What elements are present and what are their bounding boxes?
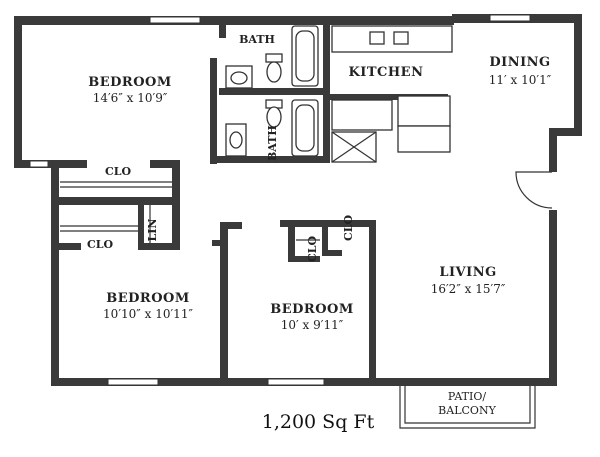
label-kitchen: KITCHEN (349, 65, 424, 80)
wall-top-left (14, 16, 454, 25)
wall-bed-top-b (280, 220, 376, 227)
wall-living-partition (369, 220, 376, 380)
sink-bowl-a (369, 31, 385, 45)
wall-clo-mid-l (288, 226, 295, 262)
wall-right-step (549, 128, 582, 136)
wall-bath-left (210, 58, 217, 164)
window-bedroom-middle (267, 378, 325, 386)
range (397, 95, 451, 127)
interior-walls (59, 20, 448, 386)
wall-left-lower (51, 160, 59, 386)
label-bath-top: BATH (239, 33, 275, 46)
wall-bed-top-a (220, 222, 242, 229)
window-left-notch (29, 160, 49, 168)
label-patio-line2: BALCONY (438, 404, 496, 417)
label-bedroom-middle-dims: 10′ x 9′11″ (281, 318, 344, 332)
label-living-dims: 16′2″ x 15′7″ (431, 282, 506, 296)
entry-door (515, 171, 558, 210)
label-bedroom-left: BEDROOM (106, 291, 190, 306)
sink-lower (229, 131, 243, 149)
label-bedroom-left-dims: 10′10″ x 10′11″ (103, 307, 193, 321)
wall-left-upper (14, 16, 22, 168)
wall-right-lower (549, 128, 557, 386)
wall-clo-mid-c (322, 250, 342, 256)
label-lin: LIN (146, 219, 159, 242)
wall-kitchen-mid (324, 94, 448, 100)
window-dining (489, 14, 531, 22)
label-patio-line1: PATIO/ (448, 390, 486, 403)
wall-bath-left-top (219, 20, 226, 38)
label-dining-dims: 11′ x 10′1″ (489, 73, 552, 87)
sink-top (230, 71, 248, 85)
toilet-tank-top (265, 53, 283, 63)
wall-bath-bottom (210, 156, 330, 163)
wall-clo-left-b (138, 243, 180, 250)
label-bath-lower: BATH (266, 125, 279, 161)
label-bedroom-middle: BEDROOM (270, 302, 354, 317)
label-clo-mid-a: CLO (306, 236, 319, 262)
window-bedroom-left (107, 378, 159, 386)
kitchen-fixtures (331, 25, 453, 163)
wall-clo-mid-b (288, 256, 320, 262)
sink-bowl-b (393, 31, 409, 45)
wall-lin (138, 205, 144, 245)
wall-bed-partition (220, 222, 228, 386)
wall-right-upper (574, 14, 582, 135)
toilet-bowl-lower (266, 106, 282, 128)
label-clo-left: CLO (87, 238, 113, 251)
door-swing (515, 171, 553, 209)
label-square-footage: 1,200 Sq Ft (262, 411, 375, 433)
wall-clo-mid-div (322, 226, 328, 256)
closet-shelves (60, 181, 320, 243)
bath-fixtures (225, 25, 319, 157)
wall-clo-left-a (59, 243, 81, 250)
wall-clo-master-b (150, 160, 180, 168)
wall-bath-divider (219, 88, 330, 95)
wall-closet-mid (59, 197, 180, 205)
label-living: LIVING (439, 265, 496, 280)
label-master-bedroom: BEDROOM (88, 75, 172, 90)
kitchen-counter-lower (331, 99, 393, 131)
window-master (149, 16, 201, 24)
wall-clo-master-a (59, 160, 87, 168)
label-master-bedroom-dims: 14′6″ x 10′9″ (93, 91, 168, 105)
patio-balcony (399, 386, 536, 429)
label-dining: DINING (489, 55, 550, 70)
label-clo-master: CLO (105, 165, 131, 178)
refrigerator (397, 125, 451, 153)
wall-kitchen-left (323, 20, 330, 163)
windows (29, 14, 531, 386)
kitchen-counter-top (331, 25, 453, 53)
label-clo-mid-b: CLO (342, 215, 355, 241)
toilet-bowl-top (266, 61, 282, 83)
wall-bed-cap (212, 240, 224, 246)
